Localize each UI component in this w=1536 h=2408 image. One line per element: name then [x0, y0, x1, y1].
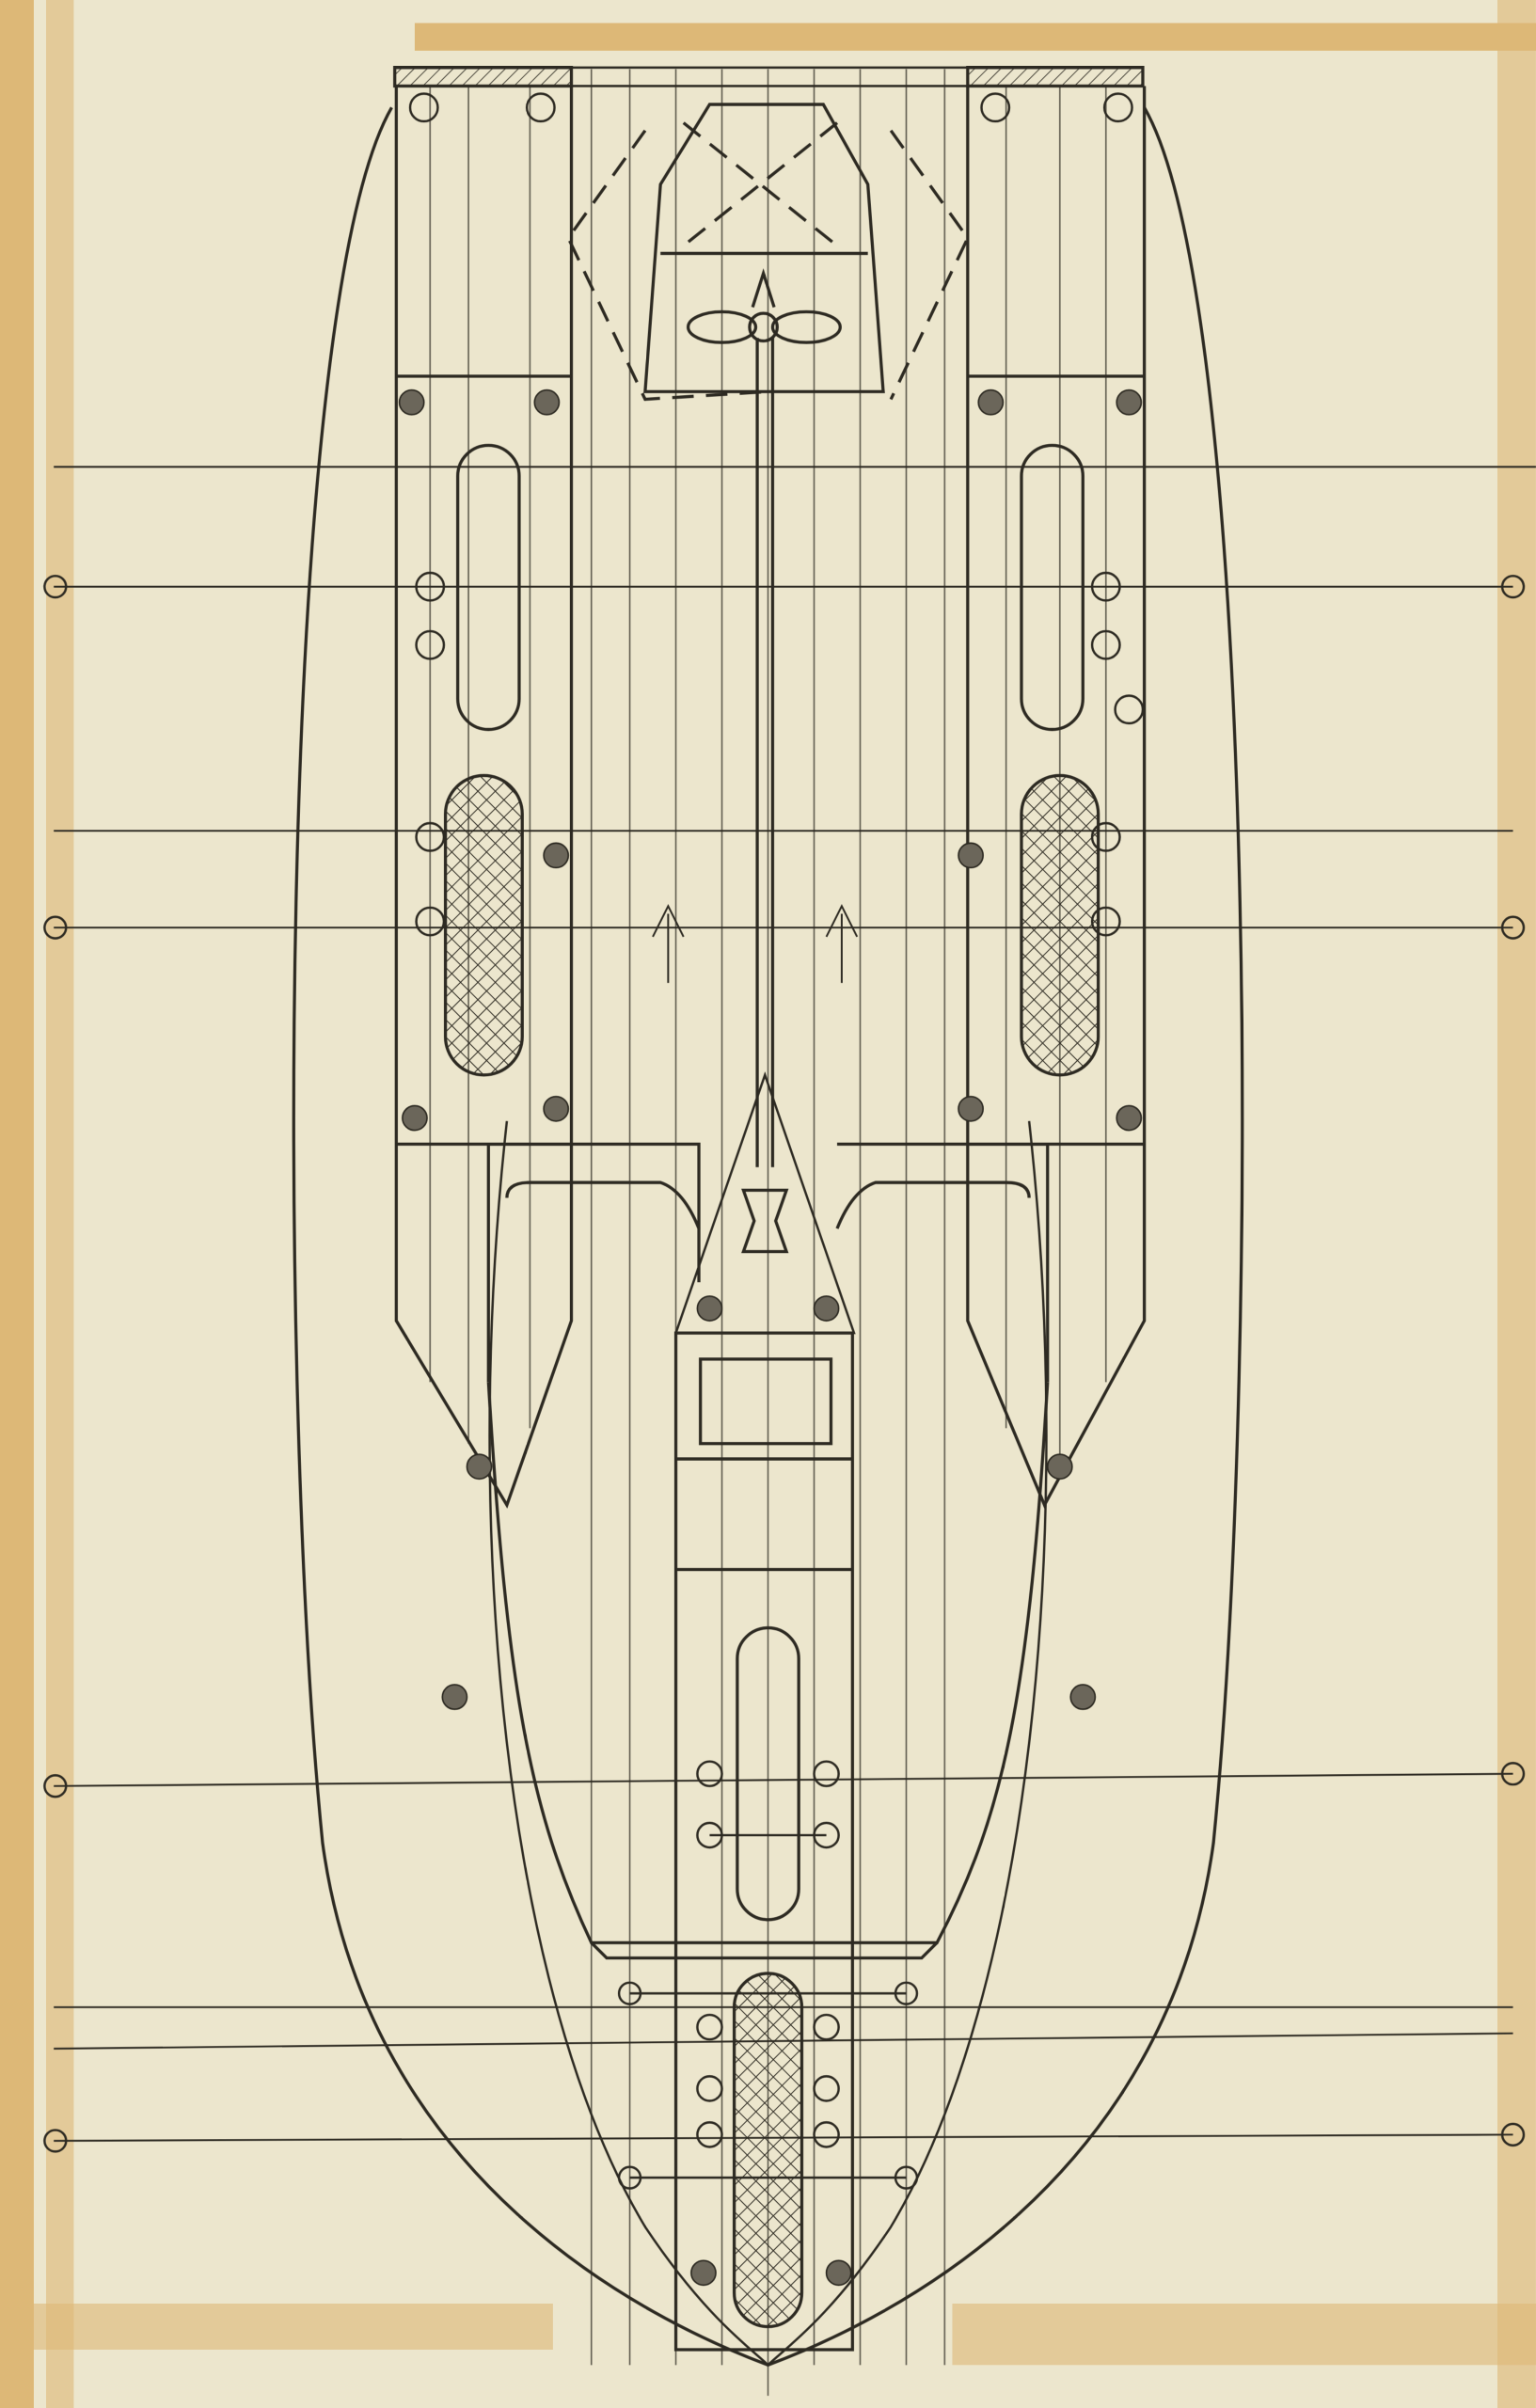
- rivets: [398, 388, 1143, 2287]
- station-markers: [43, 575, 1526, 2153]
- propeller-icon: [686, 268, 842, 344]
- left-pontoon: [394, 86, 574, 1509]
- inner-hull: [488, 1120, 1048, 2368]
- station-lines: [54, 466, 1536, 2142]
- center-compartment: [673, 1331, 854, 2352]
- fittings: [408, 92, 1145, 937]
- motor-housing: [643, 103, 885, 393]
- hull-drawing: [43, 66, 1536, 2396]
- right-pontoon: [966, 86, 1147, 1509]
